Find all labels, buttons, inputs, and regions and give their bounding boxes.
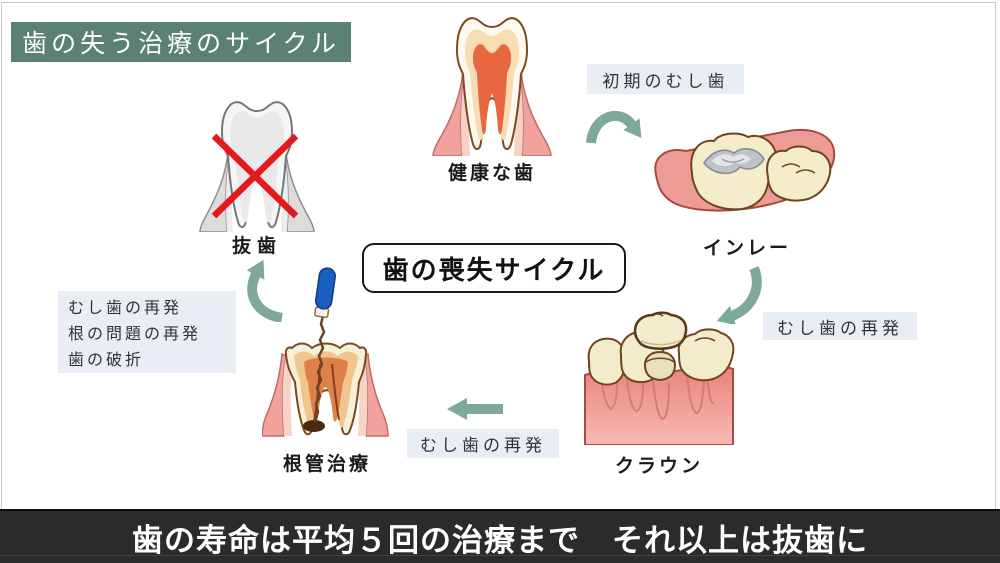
relapse-line-2: 根の問題の再発 bbox=[68, 324, 202, 343]
crown-label: クラウン bbox=[614, 456, 703, 477]
inlay-label: インレー bbox=[702, 238, 791, 259]
recurrence-label-right: むし歯の再発 bbox=[763, 312, 917, 340]
footer-message-bar: 歯の寿命は平均５回の治療まで それ以上は抜歯に bbox=[0, 509, 1000, 563]
relapse-line-1: むし歯の再発 bbox=[68, 298, 183, 317]
arrow-healthy-to-inlay-icon bbox=[586, 110, 642, 144]
cycle-title-box: 歯の喪失サイクル bbox=[362, 243, 626, 293]
floating-crown-icon bbox=[633, 311, 688, 350]
arrow-root-canal-to-extraction-icon bbox=[246, 260, 284, 322]
extraction-label: 抜歯 bbox=[231, 236, 282, 257]
title-banner-label: 歯の失う治療のサイクル bbox=[22, 30, 340, 58]
initial-cavity-label: 初期のむし歯 bbox=[587, 64, 744, 94]
footer-message-text: 歯の寿命は平均５回の治療まで それ以上は抜歯に bbox=[132, 522, 868, 558]
relapse-line-3: 歯の破折 bbox=[68, 350, 145, 369]
arrow-inlay-to-crown-icon bbox=[716, 266, 762, 324]
recurrence-bottom-text: むし歯の再発 bbox=[420, 436, 546, 456]
tooth-roots bbox=[600, 374, 715, 421]
healthy-tooth-illustration bbox=[432, 17, 552, 156]
prepared-tooth-stub bbox=[643, 350, 677, 382]
cycle-title-text: 歯の喪失サイクル bbox=[382, 254, 606, 285]
slide-bottom-edge bbox=[0, 555, 1000, 556]
arrow-crown-to-root-canal-icon bbox=[447, 398, 503, 420]
relapse-reasons-box: むし歯の再発 根の問題の再発 歯の破折 bbox=[58, 291, 236, 373]
root-canal-illustration bbox=[262, 267, 389, 437]
extraction-illustration bbox=[199, 101, 315, 232]
silver-inlay-icon bbox=[703, 147, 765, 175]
healthy-tooth-label: 健康な歯 bbox=[447, 163, 536, 184]
inlay-illustration bbox=[654, 129, 836, 212]
title-banner: 歯の失う治療のサイクル bbox=[11, 22, 351, 62]
root-canal-label: 根管治療 bbox=[282, 454, 371, 475]
dental-file-icon bbox=[313, 267, 336, 423]
crown-illustration bbox=[584, 311, 735, 445]
initial-cavity-text: 初期のむし歯 bbox=[602, 71, 729, 92]
red-cross-icon bbox=[211, 133, 299, 219]
recurrence-right-text: むし歯の再発 bbox=[777, 318, 903, 339]
recurrence-label-bottom: むし歯の再発 bbox=[407, 429, 559, 458]
